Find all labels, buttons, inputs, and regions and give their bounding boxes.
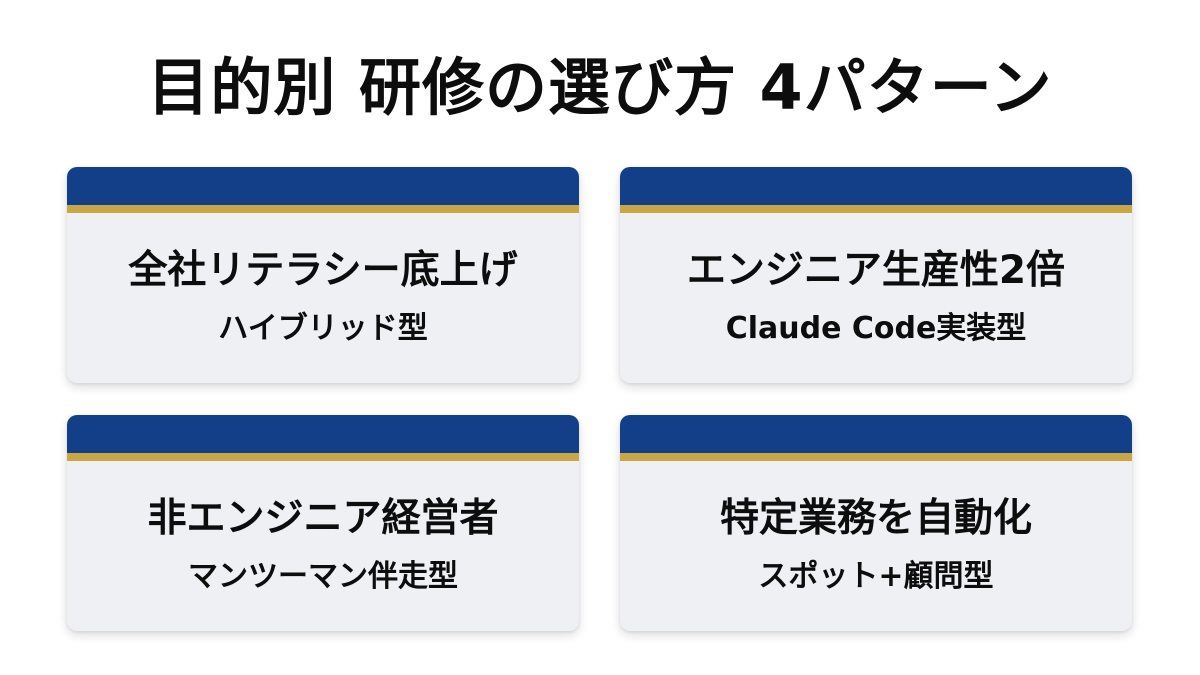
card-accent-stripe [67, 453, 579, 461]
card-title: 特定業務を自動化 [719, 496, 1032, 541]
card-subtitle: Claude Code実装型 [725, 311, 1027, 346]
pattern-card-task-automation: 特定業務を自動化 スポット+顧問型 [620, 415, 1132, 631]
card-subtitle: ハイブリッド型 [218, 311, 428, 346]
pattern-card-company-literacy: 全社リテラシー底上げ ハイブリッド型 [67, 167, 579, 383]
card-body: 非エンジニア経営者 マンツーマン伴走型 [67, 461, 579, 631]
pattern-card-engineer-productivity: エンジニア生産性2倍 Claude Code実装型 [620, 167, 1132, 383]
card-title: 全社リテラシー底上げ [128, 248, 518, 293]
card-accent-stripe [620, 453, 1132, 461]
pattern-card-non-engineer-executive: 非エンジニア経営者 マンツーマン伴走型 [67, 415, 579, 631]
card-title: 非エンジニア経営者 [147, 496, 499, 541]
card-body: 特定業務を自動化 スポット+顧問型 [620, 461, 1132, 631]
card-subtitle: スポット+顧問型 [758, 559, 994, 594]
card-accent-stripe [67, 205, 579, 213]
page-title: 目的別 研修の選び方 4パターン [147, 51, 1053, 124]
card-header-bar [67, 167, 579, 205]
card-header-bar [620, 415, 1132, 453]
card-header-bar [67, 415, 579, 453]
card-body: 全社リテラシー底上げ ハイブリッド型 [67, 213, 579, 383]
card-accent-stripe [620, 205, 1132, 213]
card-header-bar [620, 167, 1132, 205]
card-body: エンジニア生産性2倍 Claude Code実装型 [620, 213, 1132, 383]
card-subtitle: マンツーマン伴走型 [188, 559, 458, 594]
card-title: エンジニア生産性2倍 [686, 248, 1066, 293]
